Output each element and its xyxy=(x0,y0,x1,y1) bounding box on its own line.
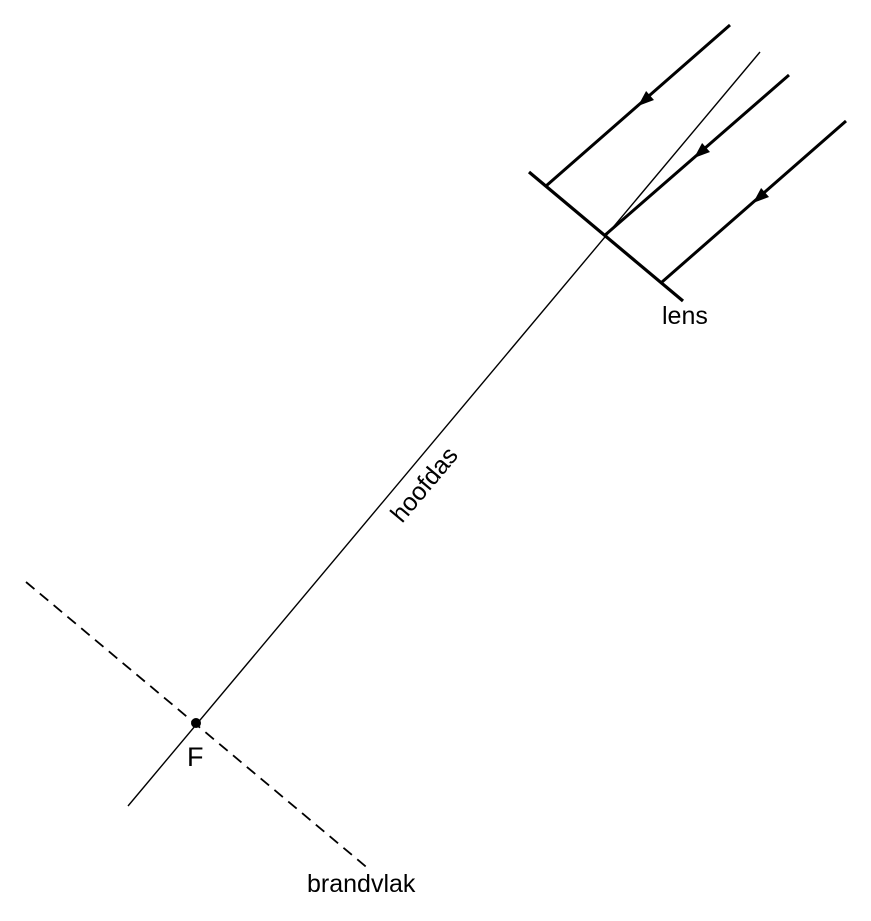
arrowhead-ray-3 xyxy=(753,187,769,203)
light-ray-1 xyxy=(545,23,731,188)
focal-point-label: F xyxy=(187,742,204,772)
principal-axis xyxy=(127,51,761,807)
focal-point-dot xyxy=(191,718,201,728)
arrowhead-ray-1 xyxy=(638,90,654,106)
focal-plane-label: brandvlak xyxy=(307,870,416,898)
lens-label: lens xyxy=(662,302,708,330)
lens-line xyxy=(527,170,685,303)
arrowhead-ray-2 xyxy=(694,142,710,158)
